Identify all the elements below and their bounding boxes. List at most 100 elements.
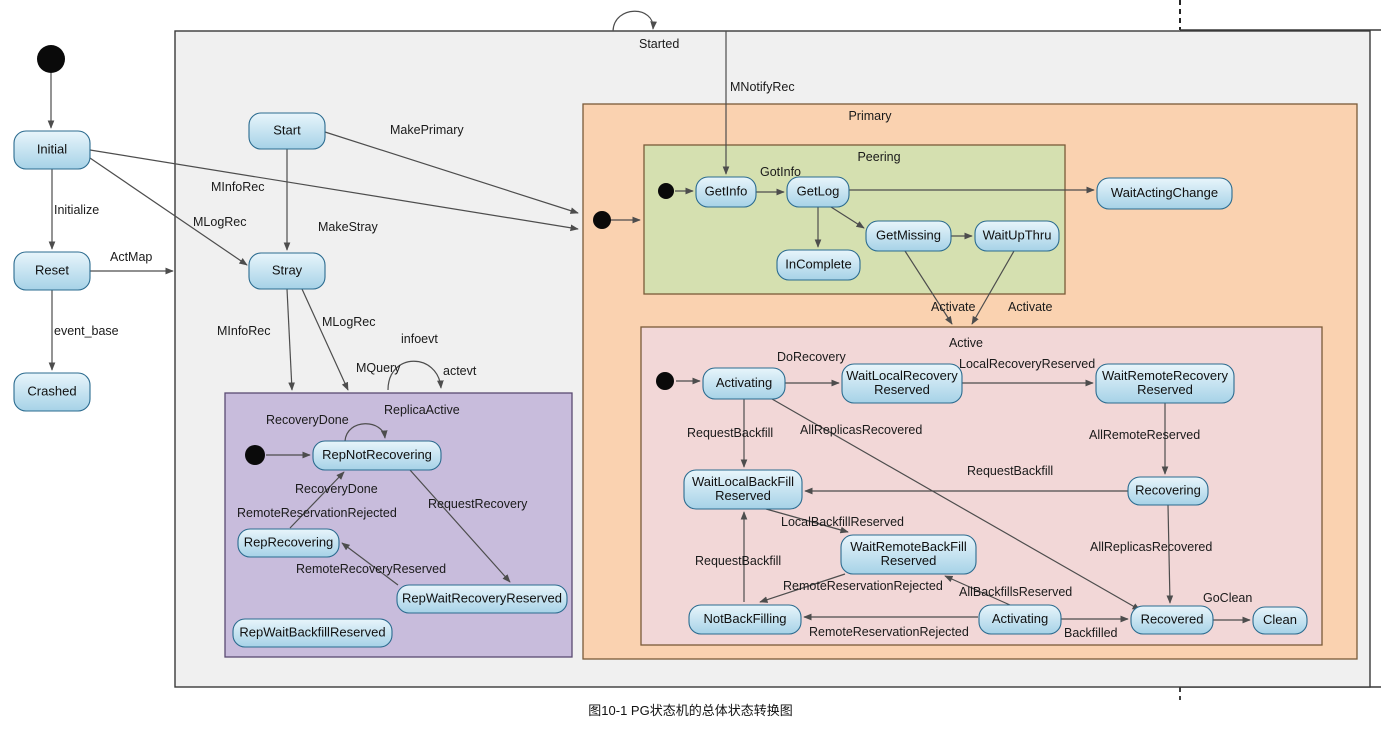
state-node-box-notbackfilling[interactable] xyxy=(688,604,802,635)
state-node-box-clean[interactable] xyxy=(1252,606,1308,635)
edge-label-allreplicasrecovered-1: AllReplicasRecovered xyxy=(800,423,922,437)
state-node-label-waitlocalbackfill: Reserved xyxy=(715,488,771,503)
edge-label-infoevt: infoevt xyxy=(401,332,438,346)
region-label-primary: Primary xyxy=(848,109,892,123)
state-node-start[interactable]: Start xyxy=(248,112,326,150)
state-node-getlog[interactable]: GetLog xyxy=(786,176,850,208)
state-node-reprecovering[interactable]: RepRecovering xyxy=(237,528,340,558)
edge-label-requestbackfill-2: RequestBackfill xyxy=(967,464,1053,478)
state-node-label-incomplete: InComplete xyxy=(785,256,851,271)
edge-labels: StartedMNotifyRecInitializeActMapevent_b… xyxy=(54,37,1252,640)
start-marker-primary xyxy=(593,211,611,229)
state-node-box-waitremoterecovery[interactable] xyxy=(1095,363,1235,404)
state-node-box-incomplete[interactable] xyxy=(776,249,861,281)
state-node-label-getlog: GetLog xyxy=(797,183,840,198)
edge-label-recoverydone-2: RecoveryDone xyxy=(295,482,378,496)
start-markers xyxy=(37,45,674,465)
state-node-incomplete[interactable]: InComplete xyxy=(776,249,861,281)
edge-stray-replica-2 xyxy=(301,288,349,391)
start-marker-active xyxy=(656,372,674,390)
state-node-getmissing[interactable]: GetMissing xyxy=(865,220,952,252)
edge-stray-replica-1 xyxy=(286,288,295,391)
state-node-box-waitupthru[interactable] xyxy=(974,220,1060,252)
start-marker-root xyxy=(37,45,65,73)
edge-label-event_base: event_base xyxy=(54,324,119,338)
state-node-activating1[interactable]: Activating xyxy=(702,367,786,400)
state-node-box-start[interactable] xyxy=(248,112,326,150)
edge-label-initialize: Initialize xyxy=(54,203,99,217)
state-node-notbackfilling[interactable]: NotBackFilling xyxy=(688,604,802,635)
state-node-box-activating1[interactable] xyxy=(702,367,786,400)
region-replica xyxy=(224,392,573,658)
state-node-getinfo[interactable]: GetInfo xyxy=(695,176,757,208)
state-node-waitactingchange[interactable]: WaitActingChange xyxy=(1096,177,1233,210)
edge-activating-recovered xyxy=(771,398,1141,611)
state-node-label-activating1: Activating xyxy=(716,375,772,390)
state-node-label-waitremotebackfill: WaitRemoteBackFill xyxy=(850,539,967,554)
edge-label-remoterecoveryreserved: RemoteRecoveryReserved xyxy=(296,562,446,576)
state-node-label-repnotrecovering: RepNotRecovering xyxy=(322,447,432,462)
state-node-box-reset[interactable] xyxy=(13,251,91,291)
edge-replica-selfloop xyxy=(387,360,444,391)
state-node-recovered[interactable]: Recovered xyxy=(1130,605,1214,635)
state-node-initial[interactable]: Initial xyxy=(13,130,91,170)
state-node-repnotrecovering[interactable]: RepNotRecovering xyxy=(312,440,442,471)
state-node-label-waitremoterecovery: Reserved xyxy=(1137,382,1193,397)
state-node-crashed[interactable]: Crashed xyxy=(13,372,91,412)
state-node-label-repwaitrecoveryreserved: RepWaitRecoveryReserved xyxy=(402,590,562,605)
edge-label-backfilled: Backfilled xyxy=(1064,626,1118,640)
state-node-box-getinfo[interactable] xyxy=(695,176,757,208)
state-node-repwaitrecoveryreserved[interactable]: RepWaitRecoveryReserved xyxy=(396,584,568,614)
state-node-box-repwaitbackfillreserved[interactable] xyxy=(232,618,393,648)
state-node-label-waitlocalbackfill: WaitLocalBackFill xyxy=(692,474,794,489)
state-node-stray[interactable]: Stray xyxy=(248,252,326,290)
edge-label-allreplicasrecovered-2: AllReplicasRecovered xyxy=(1090,540,1212,554)
state-node-box-waitremotebackfill[interactable] xyxy=(840,534,977,575)
state-node-waitupthru[interactable]: WaitUpThru xyxy=(974,220,1060,252)
edges xyxy=(47,10,1251,624)
state-node-clean[interactable]: Clean xyxy=(1252,606,1308,635)
state-node-label-reset: Reset xyxy=(35,262,69,277)
state-node-label-getinfo: GetInfo xyxy=(705,183,748,198)
edge-label-makeprimary: MakePrimary xyxy=(390,123,464,137)
state-node-box-activating2[interactable] xyxy=(978,604,1062,635)
start-marker-peering xyxy=(658,183,674,199)
state-node-box-repwaitrecoveryreserved[interactable] xyxy=(396,584,568,614)
edge-waitupthru-active xyxy=(971,250,1015,325)
state-node-box-reprecovering[interactable] xyxy=(237,528,340,558)
edge-label-mlogrec-1: MLogRec xyxy=(193,215,247,229)
edge-label-goclean: GoClean xyxy=(1203,591,1252,605)
edge-getmissing-active xyxy=(904,250,953,325)
state-node-box-getlog[interactable] xyxy=(786,176,850,208)
edge-label-requestbackfill-3: RequestBackfill xyxy=(695,554,781,568)
state-node-box-recovered[interactable] xyxy=(1130,605,1214,635)
edge-started-selfloop xyxy=(612,10,657,32)
edge-label-requestbackfill-1: RequestBackfill xyxy=(687,426,773,440)
state-node-box-waitactingchange[interactable] xyxy=(1096,177,1233,210)
edge-repwaitrecoveryreserved-reprecovering xyxy=(341,542,399,586)
state-node-box-waitlocalbackfill[interactable] xyxy=(683,469,803,510)
edge-getlog-getmissing xyxy=(830,206,865,229)
state-node-repwaitbackfillreserved[interactable]: RepWaitBackfillReserved xyxy=(232,618,393,648)
state-node-recovering[interactable]: Recovering xyxy=(1127,476,1209,506)
state-node-box-waitlocalrecovery[interactable] xyxy=(841,363,963,404)
state-node-label-waitactingchange: WaitActingChange xyxy=(1111,185,1218,200)
state-node-box-repnotrecovering[interactable] xyxy=(312,440,442,471)
state-node-box-getmissing[interactable] xyxy=(865,220,952,252)
state-node-label-stray: Stray xyxy=(272,262,303,277)
state-node-box-stray[interactable] xyxy=(248,252,326,290)
state-node-reset[interactable]: Reset xyxy=(13,251,91,291)
edge-label-remotereservationrejected-rep: RemoteReservationRejected xyxy=(237,506,397,520)
state-node-box-initial[interactable] xyxy=(13,130,91,170)
state-node-label-repwaitbackfillreserved: RepWaitBackfillReserved xyxy=(239,624,385,639)
state-node-activating2[interactable]: Activating xyxy=(978,604,1062,635)
figure-caption: 图10-1 PG状态机的总体状态转换图 xyxy=(588,703,793,718)
state-node-box-crashed[interactable] xyxy=(13,372,91,412)
state-node-box-recovering[interactable] xyxy=(1127,476,1209,506)
edge-label-makestray: MakeStray xyxy=(318,220,378,234)
